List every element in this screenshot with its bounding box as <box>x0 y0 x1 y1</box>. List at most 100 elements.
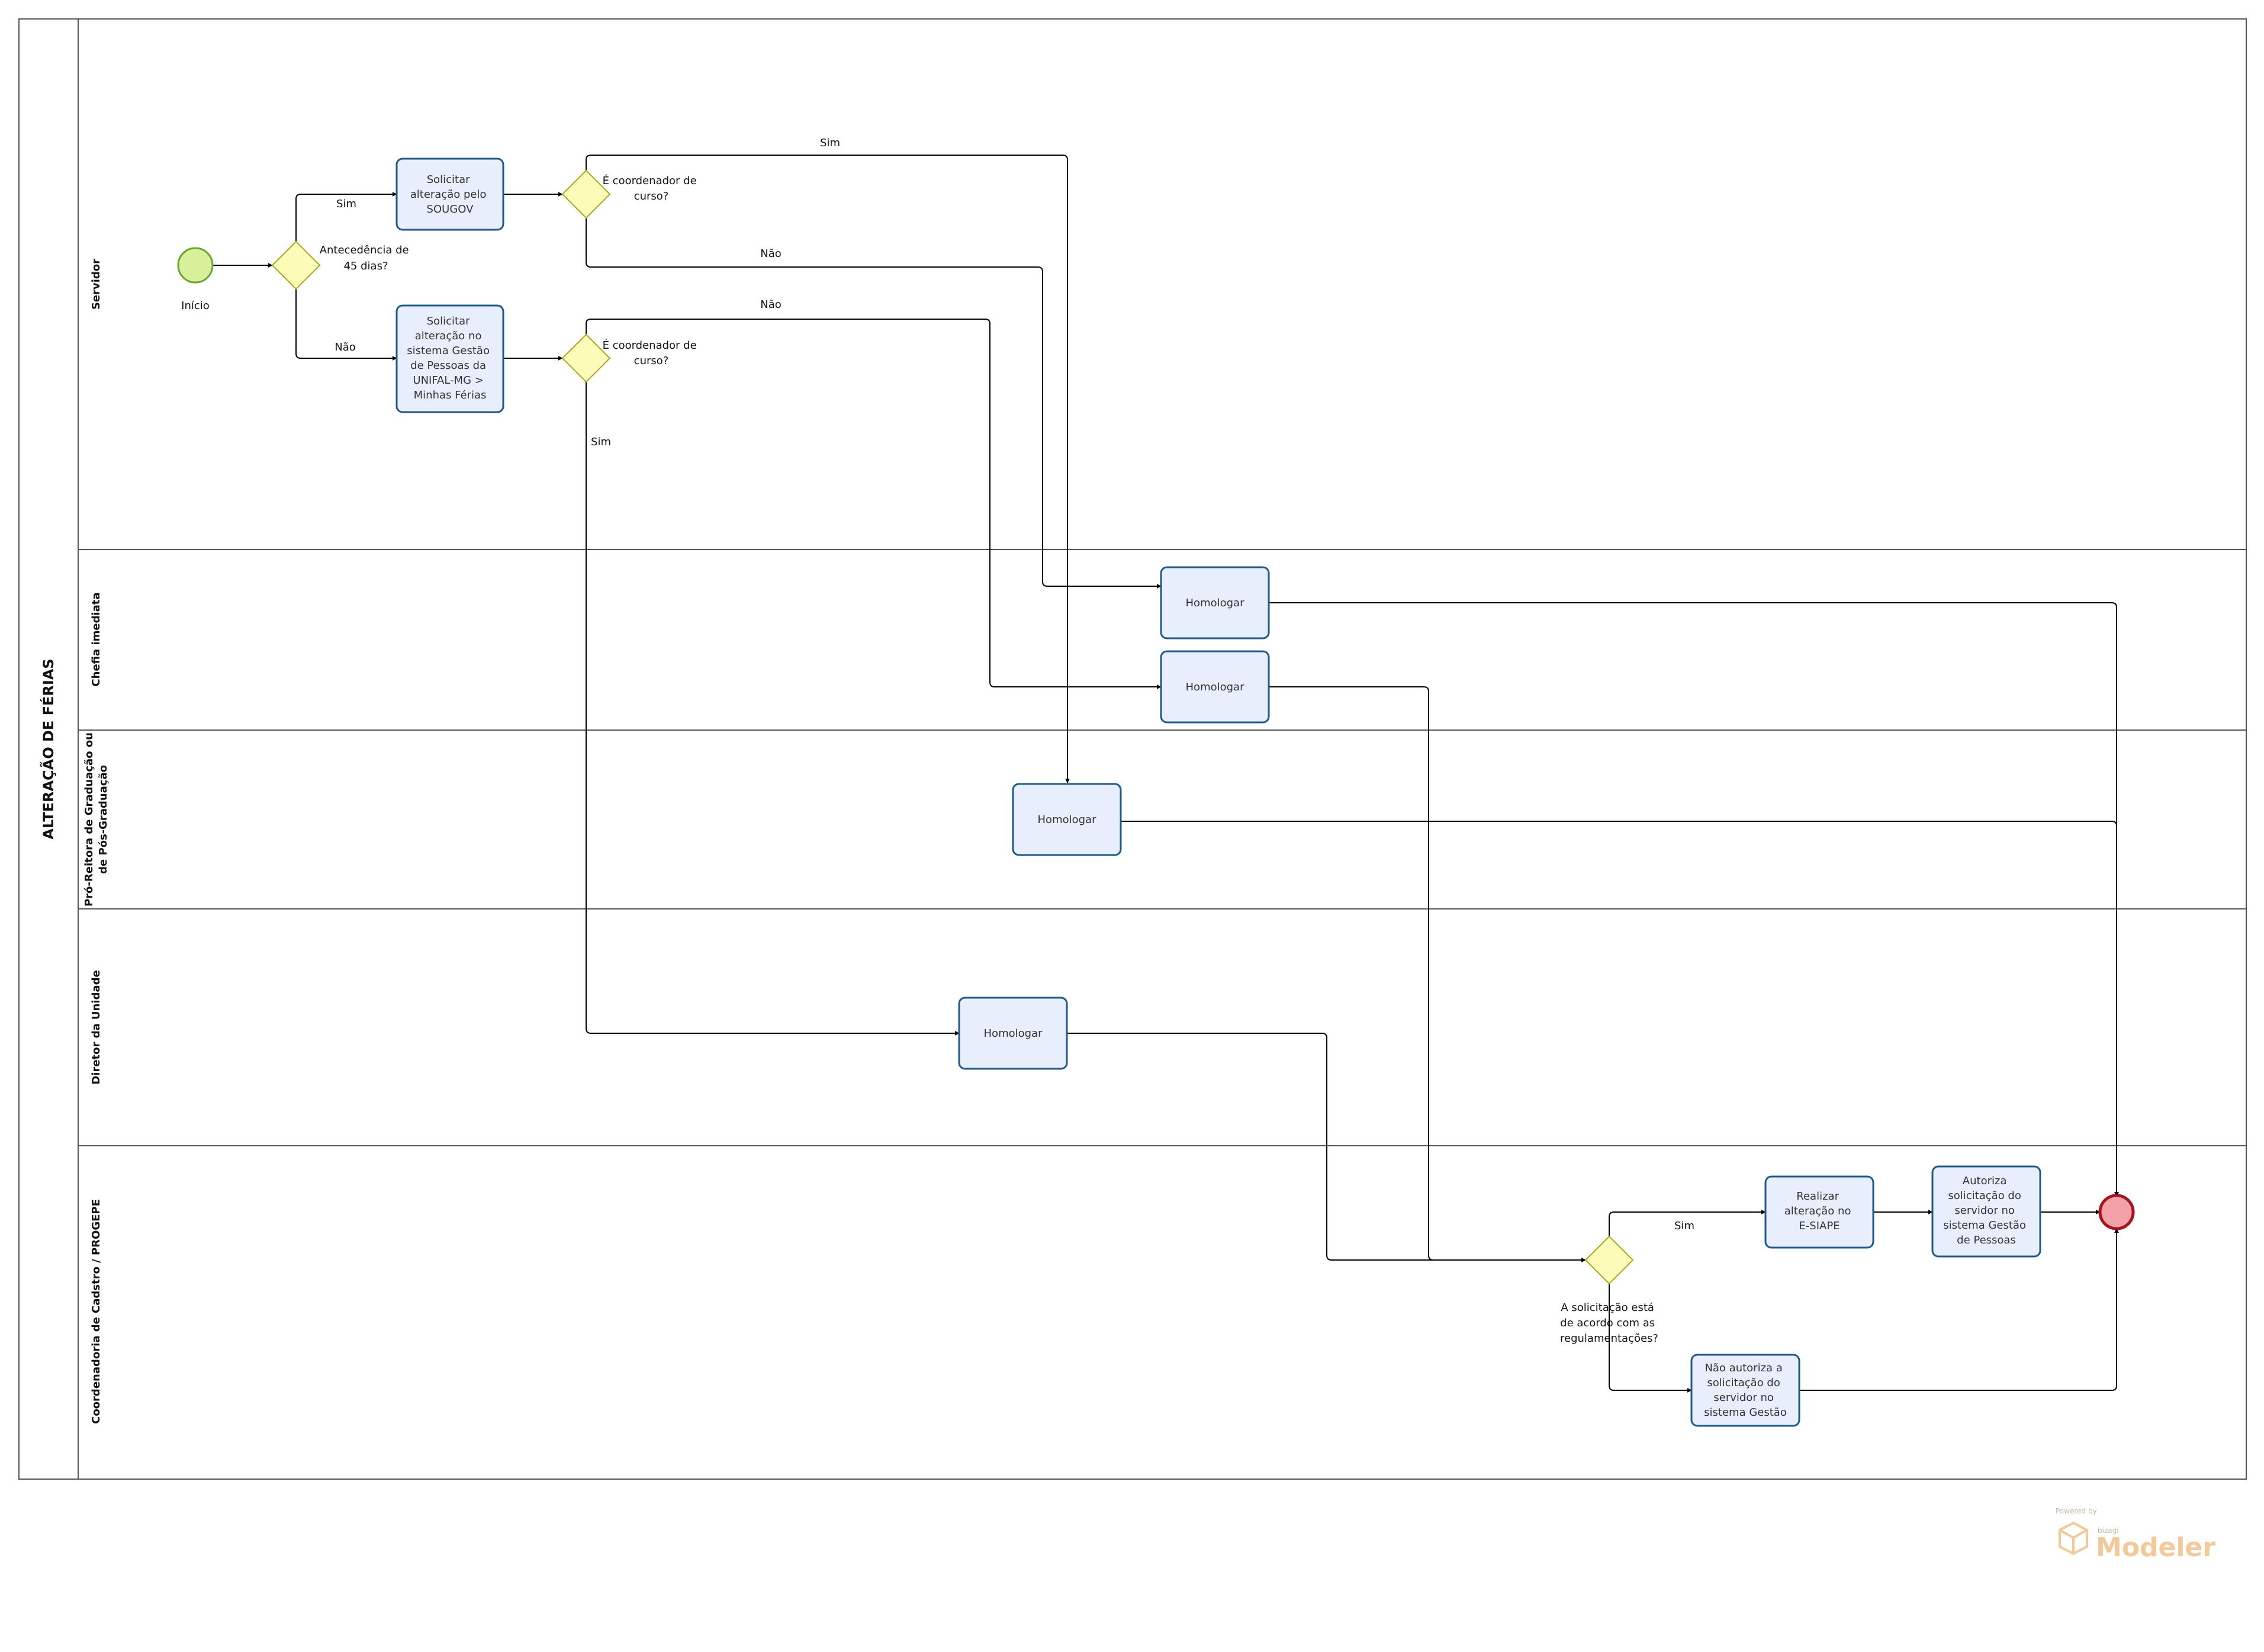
gateway-coordenador-2[interactable]: É coordenador de curso? <box>561 333 700 383</box>
task-label-line: Homologar <box>1038 814 1097 826</box>
task-label-line: servidor no <box>1713 1391 1774 1404</box>
task-solicitar-sougov[interactable]: Solicitar alteração pelo SOUGOV <box>395 158 504 231</box>
task-label-line: Homologar <box>1186 681 1245 693</box>
gateway-diamond[interactable] <box>561 169 611 219</box>
task-label-line: sistema Gestão <box>1704 1406 1787 1419</box>
start-event-circle[interactable] <box>177 247 214 284</box>
gateway-label-line: de acordo com as <box>1560 1317 1655 1329</box>
lane-label-servidor: Servidor <box>90 259 102 310</box>
gateway-antecedencia[interactable]: Antecedência de 45 dias? <box>271 240 413 290</box>
task-label-line: Homologar <box>984 1027 1043 1040</box>
task-label: Realizar alteração no E-SIAPE <box>1784 1190 1854 1232</box>
gateway-label-line: curso? <box>634 355 669 367</box>
gateway-label: Antecedência de 45 dias? <box>320 244 413 272</box>
task-label-line: Realizar <box>1796 1190 1839 1203</box>
task-label-line: Solicitar <box>427 173 470 186</box>
cube-icon <box>2059 1521 2088 1555</box>
gateway-label: É coordenador de curso? <box>603 339 700 367</box>
gateway-label-line: É coordenador de <box>603 174 697 187</box>
task-label-line: Minhas Férias <box>414 389 487 401</box>
gateway-label-line: curso? <box>634 190 669 203</box>
watermark-product: Modeler <box>2096 1532 2215 1563</box>
start-event[interactable]: Início <box>177 247 214 312</box>
pool-title: ALTERAÇÃO DE FÉRIAS <box>40 658 57 839</box>
task-label-line: UNIFAL-MG > <box>413 374 483 387</box>
flow-label-sim-coord1: Sim <box>820 137 840 149</box>
flow-regulamentacoes-sim <box>1609 1210 1766 1236</box>
task-label-line: solicitação do <box>1707 1377 1780 1389</box>
flow-chefia1-to-end <box>1269 602 2119 1197</box>
lane-label-diretor: Diretor da Unidade <box>90 970 102 1084</box>
end-event-circle[interactable] <box>2098 1194 2135 1230</box>
task-label-line: E-SIAPE <box>1799 1220 1840 1232</box>
flow-labels: Sim Não Sim Não Não Sim Sim <box>335 137 1694 1232</box>
task-label: Homologar <box>984 1027 1043 1040</box>
task-realizar-esiape[interactable]: Realizar alteração no E-SIAPE <box>1764 1175 1874 1249</box>
task-label: Solicitar alteração no sistema Gestão de… <box>407 315 493 401</box>
gateway-label-line: Antecedência de <box>320 244 409 256</box>
task-box[interactable] <box>395 158 504 231</box>
pool: ALTERAÇÃO DE FÉRIAS Servidor Chefia imed… <box>18 18 2247 1480</box>
task-box[interactable] <box>1012 783 1122 856</box>
gateway-diamond[interactable] <box>1584 1235 1634 1285</box>
task-autoriza[interactable]: Autoriza solicitação do servidor no sist… <box>1931 1165 2041 1258</box>
task-label-line: Autoriza <box>1963 1175 2007 1187</box>
gateway-label-line: É coordenador de <box>603 339 697 352</box>
task-nao-autoriza[interactable]: Não autoriza a solicitação do servidor n… <box>1690 1354 1800 1427</box>
task-label: Homologar <box>1186 597 1245 609</box>
task-box[interactable] <box>1160 650 1270 724</box>
task-box[interactable] <box>1160 566 1270 639</box>
flow-coord1-nao <box>586 218 1162 589</box>
lane-label-proreitora-2: de Pós-Graduação <box>97 765 110 874</box>
task-label-line: SOUGOV <box>427 203 474 216</box>
task-label-line: sistema Gestão <box>407 345 490 357</box>
flow-regulamentacoes-nao <box>1609 1284 1692 1393</box>
flow-diretor-to-gateway <box>1067 1033 1586 1262</box>
flow-coord1-sim <box>586 155 1070 783</box>
watermark-brand: bizagi <box>2098 1526 2119 1535</box>
flow-coord2-nao <box>586 319 1162 689</box>
task-box[interactable] <box>1764 1175 1874 1249</box>
task-box[interactable] <box>1690 1354 1800 1427</box>
task-label: Autoriza solicitação do servidor no sist… <box>1943 1175 2029 1246</box>
task-label-line: alteração no <box>1784 1205 1851 1217</box>
gateway-regulamentacoes[interactable]: A solicitação está de acordo com as regu… <box>1560 1235 1658 1345</box>
task-homologar-chefia-1[interactable]: Homologar <box>1160 566 1270 639</box>
watermark-powered: Powered by <box>2056 1507 2097 1515</box>
task-box[interactable] <box>395 304 504 413</box>
flow-proreitora-to-end <box>1121 821 2119 1197</box>
task-label: Não autoriza a solicitação do servidor n… <box>1704 1362 1787 1419</box>
task-label-line: Não autoriza a <box>1705 1362 1782 1374</box>
lane-label-chefia: Chefia imediata <box>90 592 102 686</box>
task-label-line: Homologar <box>1186 597 1245 609</box>
task-box[interactable] <box>958 997 1068 1070</box>
lane-label-coordenadoria: Coordenadoria de Cadstro / PROGEPE <box>90 1199 102 1424</box>
task-homologar-proreitora[interactable]: Homologar <box>1012 783 1122 856</box>
task-label: Homologar <box>1038 814 1097 826</box>
flow-label-sim-antecedencia: Sim <box>336 198 356 210</box>
flow-antecedencia-sim <box>295 192 397 242</box>
task-label-line: solicitação do <box>1948 1190 2021 1202</box>
flow-label-sim-coord2: Sim <box>591 436 611 448</box>
flow-antecedencia-nao <box>295 289 397 361</box>
gateway-label-line: 45 dias? <box>343 260 388 272</box>
task-label-line: de Pessoas da <box>410 359 486 372</box>
task-homologar-diretor[interactable]: Homologar <box>958 997 1068 1070</box>
gateway-diamond[interactable] <box>561 333 611 383</box>
cube-icon-inner <box>2059 1529 2088 1539</box>
task-solicitar-sistema[interactable]: Solicitar alteração no sistema Gestão de… <box>395 304 504 413</box>
task-label-line: Solicitar <box>427 315 470 327</box>
gateway-coordenador-1[interactable]: É coordenador de curso? <box>561 169 700 219</box>
pool-border <box>18 18 2247 1480</box>
end-event[interactable] <box>2098 1194 2135 1230</box>
flow-label-nao-antecedencia: Não <box>335 341 356 353</box>
task-label-line: alteração pelo <box>410 188 487 201</box>
flow-coord2-sim <box>586 382 960 1036</box>
flow-label-sim-regulamentacoes: Sim <box>1674 1220 1694 1232</box>
task-homologar-chefia-2[interactable]: Homologar <box>1160 650 1270 724</box>
gateway-label: A solicitação está de acordo com as regu… <box>1560 1301 1658 1345</box>
flow-naoautoriza-to-end <box>1799 1228 2119 1391</box>
gateway-diamond[interactable] <box>271 240 321 290</box>
task-box[interactable] <box>1931 1165 2041 1258</box>
